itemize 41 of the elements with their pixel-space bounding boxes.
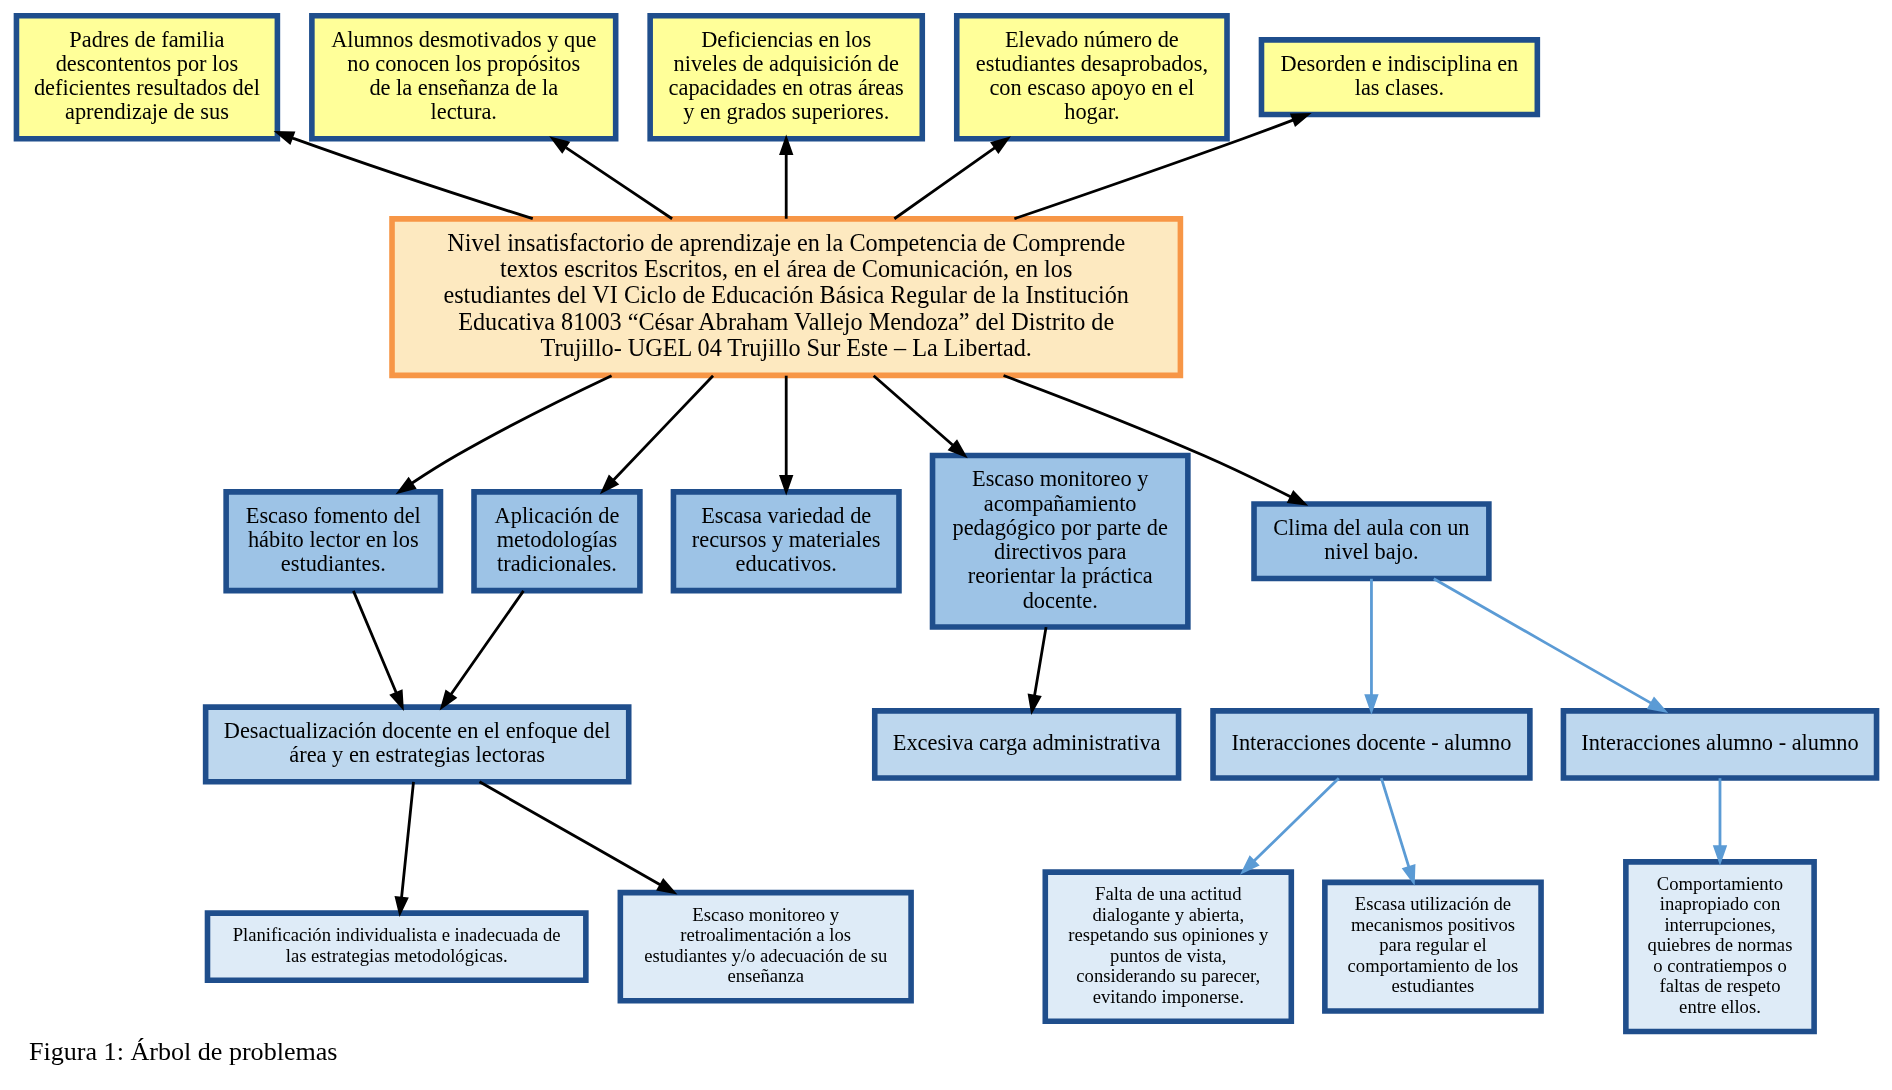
arrow (1363, 578, 1379, 715)
arrow (1027, 626, 1047, 715)
node-box: Escaso fomento del hábito lector en los estudiantes. (222, 489, 443, 594)
arrow (599, 374, 714, 495)
node-box: Aplicación de metodologías tradicionales. (470, 489, 643, 594)
arrow (478, 780, 677, 895)
node-box: Escasa utilización de mecanismos positivos para regular el comportamiento de los estudiantes (1321, 879, 1544, 1014)
arrow (1712, 778, 1727, 866)
node-box: Nivel insatisfactorio de aprendizaje en la Competencia de Comprende textos escritos Escritos, en el área de Comunicación, en los estudiantes del VI Ciclo de Educación Básica Regular de la Institución Educativa 81003 “César Abraham Vallejo Mendoza” del Distrito de Trujillo- UGEL 04 Trujillo Sur Este – La Libertad. (388, 216, 1183, 379)
arrow (778, 134, 793, 219)
arrow (351, 590, 404, 711)
arrow (394, 781, 415, 918)
arrow (548, 136, 673, 220)
arrow (395, 374, 612, 495)
node-box: Clima del aula con un nivel bajo. (1250, 501, 1492, 582)
node-box: Planificación individualista e inadecuada de las estrategias metodológicas. (204, 910, 589, 983)
node-box: Excesiva carga administrativa (871, 708, 1181, 781)
node-box: Elevado número de estudiantes desaprobados, con escaso apoyo en el hogar. (953, 12, 1230, 142)
node-box: Interacciones docente - alumno (1209, 708, 1533, 781)
arrow (1013, 113, 1312, 221)
node-box: Desorden e indisciplina en las clases. (1258, 37, 1540, 118)
node-box: Comportamiento inapropiado con interrupciones, quiebres de normas o contratiempos o faltas de respeto entre ellos. (1622, 859, 1817, 1035)
node-box: Escaso monitoreo y retroalimentación a los estudiantes y/o adecuación de su enseñanza (617, 889, 914, 1004)
node-box: Falta de una actitud dialogante y abierta, respetando sus opiniones y puntos de vista, considerando su parecer, evitando imponerse. (1042, 869, 1294, 1024)
arrow (439, 590, 525, 711)
node-box: Desactualización docente en el enfoque del área y en estrategias lectoras (202, 704, 631, 785)
node-box: Interacciones alumno - alumno (1560, 708, 1879, 781)
node-box: Deficiencias en los niveles de adquisición de capacidades en otras áreas y en grados superiores. (646, 12, 925, 142)
node-box: Padres de familia descontentos por los deficientes resultados del aprendizaje de sus (13, 12, 280, 142)
arrow (1379, 777, 1415, 886)
arrow (893, 136, 1011, 220)
arrow (1239, 777, 1340, 875)
arrow (273, 131, 533, 221)
arrow (1002, 374, 1308, 506)
arrow (778, 375, 793, 496)
arrow (1432, 577, 1668, 713)
caption: Figura 1: Árbol de problemas (28, 1036, 338, 1066)
node-box: Escaso monitoreo y acompañamiento pedagógico por parte de directivos para reorientar la práctica docente. (929, 452, 1191, 630)
node-box: Escasa variedad de recursos y materiales educativos. (670, 489, 902, 594)
node-box: Alumnos desmotivados y que no conocen los propósitos de la enseñanza de la lectura. (308, 12, 618, 142)
arrow (872, 374, 968, 459)
